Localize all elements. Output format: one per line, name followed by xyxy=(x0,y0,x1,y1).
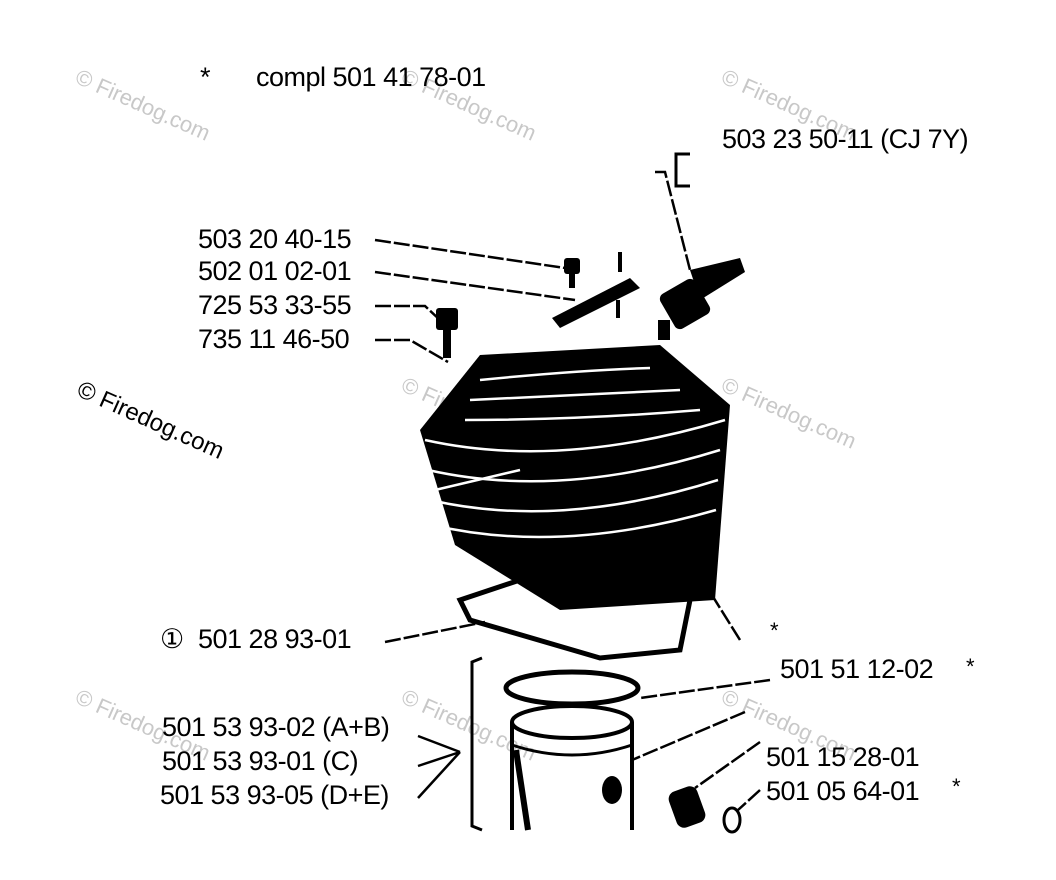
label-circlip-asterisk: * xyxy=(952,774,961,799)
label-piston-ab: 501 53 93-02 (A+B) xyxy=(162,712,390,742)
label-cylinder-asterisk: * xyxy=(770,618,779,643)
label-washer: 735 11 46-50 xyxy=(198,324,350,354)
piston-leaders xyxy=(417,734,461,799)
label-plate: 502 01 02-01 xyxy=(198,256,352,286)
label-ring-asterisk: * xyxy=(966,654,975,679)
screw xyxy=(564,258,580,288)
header-asterisk: * xyxy=(200,62,211,92)
label-piston-c: 501 53 93-01 (C) xyxy=(162,746,359,776)
plate xyxy=(552,252,640,328)
label-screw: 503 20 40-15 xyxy=(198,224,352,254)
label-screw2: 725 53 33-55 xyxy=(198,290,352,320)
label-gasket: 501 28 93-01 xyxy=(198,624,352,654)
label-pin: 501 15 28-01 xyxy=(766,742,920,772)
header-title: compl 501 41 78-01 xyxy=(256,62,486,92)
label-piston-de: 501 53 93-05 (D+E) xyxy=(160,780,389,810)
piston xyxy=(510,704,634,831)
spark-plug xyxy=(658,258,745,340)
piston-pin xyxy=(668,786,706,828)
screw2 xyxy=(436,308,458,358)
spark-plug-bracket xyxy=(674,152,690,188)
circlip xyxy=(722,806,742,834)
gasket xyxy=(456,577,693,661)
label-gasket-symbol: ① xyxy=(160,624,184,654)
label-circlip: 501 05 64-01 xyxy=(766,776,920,806)
label-spark-plug: 503 23 50-11 (CJ 7Y) xyxy=(722,124,969,154)
piston-ring xyxy=(503,669,641,707)
piston-bracket xyxy=(470,656,483,832)
cylinder xyxy=(420,345,730,610)
label-ring: 501 51 12-02 xyxy=(780,654,934,684)
